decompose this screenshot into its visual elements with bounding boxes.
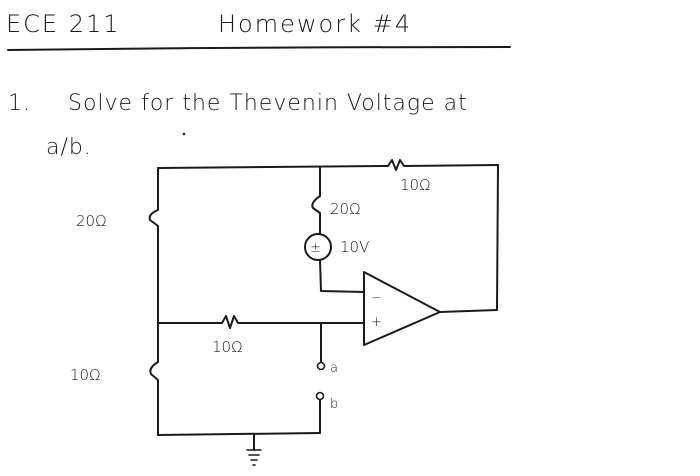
problem-text-line1: Solve for the Thevenin Voltage at [68,91,468,116]
course-title: ECE 211 [6,10,121,38]
ground-icon [246,433,262,466]
stray-dot [182,132,186,136]
opamp [363,271,441,346]
voltage-source [304,233,332,261]
opamp-minus-label: − [371,291,382,306]
problem-number: 1. [8,91,31,116]
resistor-left-top-label: 20Ω [76,212,107,230]
wire-right [439,164,499,313]
voltage-source-label: 10V [340,238,369,256]
resistor-left-bottom-label: 10Ω [70,366,101,384]
terminal-a[interactable] [316,361,326,371]
terminal-b-label: b [330,397,338,412]
resistor-middle-label: 20Ω [330,200,361,218]
voltage-source-symbol: ± [310,241,321,256]
problem-text-line2: a/b. [46,135,92,160]
wire-bottom [157,432,321,436]
opamp-plus-label: + [371,315,382,330]
circuit-diagram: 10Ω 20Ω 20Ω ± 10V − + 10Ω a b 10Ω [70,159,499,466]
terminal-b[interactable] [315,391,325,401]
resistor-horizontal-label: 10Ω [212,338,243,356]
terminal-a-label: a [330,361,338,376]
resistor-top-label: 10Ω [400,176,431,194]
wire-middle-top [311,166,321,235]
wire-top [157,159,499,171]
header-underline [7,46,511,51]
assignment-title: Homework #4 [218,10,412,38]
wire-left-bottom [149,322,159,436]
wire-middle-bottom [319,259,365,293]
wire-left-top [148,167,159,324]
wire-middle-horizontal [157,315,365,329]
